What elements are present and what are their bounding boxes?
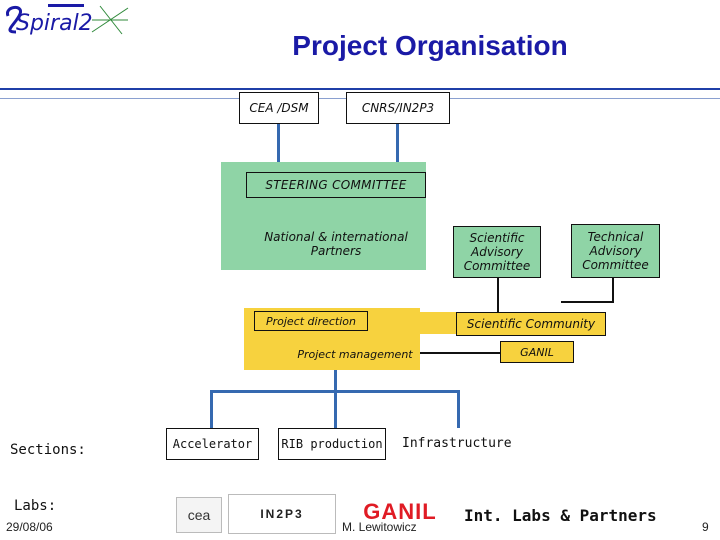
section-rib-production: RIB production bbox=[278, 428, 386, 460]
connector-accelerator bbox=[210, 390, 213, 428]
sections-label: Sections: bbox=[10, 442, 86, 458]
spiral2-logo: Spiral2 bbox=[2, 2, 132, 42]
in2p3-logo-text: IN2P3 bbox=[260, 507, 304, 521]
scientific-advisory-committee: Scientific Advisory Committee bbox=[453, 226, 541, 278]
technical-advisory-committee: Technical Advisory Committee bbox=[571, 224, 660, 278]
project-community-band bbox=[420, 312, 460, 334]
project-direction: Project direction bbox=[254, 311, 368, 331]
connector-project-down bbox=[334, 370, 337, 392]
connector-technical-h bbox=[561, 301, 614, 303]
scientific-community: Scientific Community bbox=[456, 312, 606, 336]
header-rule bbox=[0, 88, 720, 90]
org-cea-dsm: CEA /DSM bbox=[239, 92, 319, 124]
ganil-logo: GANIL bbox=[345, 494, 455, 530]
footer-author: M. Lewitowicz bbox=[342, 520, 417, 534]
section-accelerator: Accelerator bbox=[166, 428, 259, 460]
in2p3-logo: IN2P3 bbox=[228, 494, 336, 534]
ganil-connector bbox=[420, 352, 502, 354]
footer-page: 9 bbox=[702, 520, 709, 534]
labs-partners: Int. Labs & Partners bbox=[464, 506, 657, 525]
labs-label: Labs: bbox=[14, 498, 57, 514]
section-infrastructure: Infrastructure bbox=[402, 436, 512, 451]
connector-technical bbox=[612, 278, 614, 302]
cea-logo: cea bbox=[176, 497, 222, 533]
logo-text: Spiral2 bbox=[16, 11, 93, 36]
connector-infrastructure bbox=[457, 390, 460, 428]
connector-scientific bbox=[497, 278, 499, 312]
org-cnrs-in2p3: CNRS/IN2P3 bbox=[346, 92, 450, 124]
ganil-box: GANIL bbox=[500, 341, 574, 363]
footer-date: 29/08/06 bbox=[6, 520, 53, 534]
page-title: Project Organisation bbox=[292, 30, 568, 61]
connector-cnrs bbox=[396, 124, 399, 162]
project-management: Project management bbox=[297, 347, 413, 361]
connector-rib bbox=[334, 390, 337, 428]
ganil-logo-text: GANIL bbox=[363, 499, 437, 524]
steering-committee: STEERING COMMITTEE bbox=[246, 172, 426, 198]
connector-cea bbox=[277, 124, 280, 162]
partners-text: National & international Partners bbox=[264, 230, 408, 258]
